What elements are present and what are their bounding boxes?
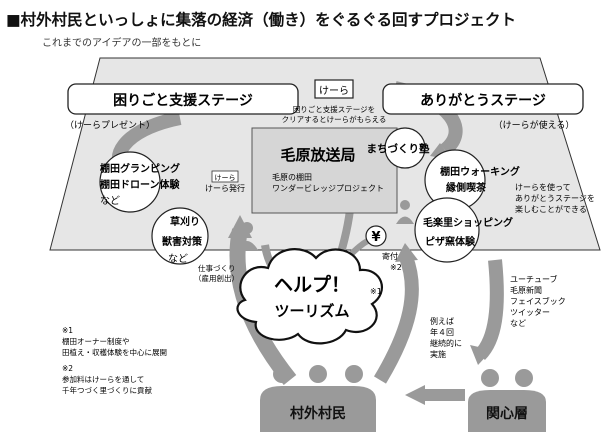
shopping-line-2: ピザ窯体験 — [425, 235, 476, 248]
machizukuri-label: まちづくり塾 — [367, 142, 430, 155]
footnote-1-mark: ※1 — [62, 326, 73, 335]
shopping-line-1: 毛楽里ショッピング — [423, 216, 513, 229]
left-line-3: など — [100, 195, 120, 207]
media-line-5: など — [510, 319, 526, 328]
currency-label: けーら — [319, 85, 349, 97]
example-line-4: 実施 — [430, 349, 446, 359]
left-line-2: 棚田ドローン体験 — [100, 178, 180, 191]
yen-symbol: ¥ — [371, 230, 380, 245]
issue-kera-box — [211, 170, 239, 183]
footnote-1-line-2: 田植え・収穫体験を中心に展開 — [62, 347, 167, 357]
interested-label: 関心層 — [486, 406, 528, 422]
bubble-kusa — [151, 207, 209, 265]
currency-desc-1: 困りごと支援ステージを — [293, 104, 375, 114]
villagers-label: 村外村民 — [290, 405, 346, 422]
media-line-3: フェイスブック — [510, 296, 566, 306]
person-icon — [236, 222, 258, 250]
help-note: ※1 — [370, 287, 382, 296]
job-line-1: 仕事づくり — [198, 263, 236, 273]
left-line-1: 棚田グランピング — [100, 162, 180, 175]
kusa-line-2: 獣害対策 — [162, 235, 203, 248]
bubble-machizukuri — [384, 127, 426, 169]
use-line-3: 楽しむことができる — [515, 204, 587, 214]
help-cloud — [236, 248, 383, 345]
page-subtitle: これまでのアイデアの一部をもとに — [42, 36, 201, 49]
stage-right-box — [382, 83, 584, 115]
job-line-2: （雇用創出） — [194, 273, 239, 283]
example-line-2: 年４回 — [430, 327, 454, 337]
use-line-1: けーらを使って — [515, 182, 571, 192]
kusa-line-1: 草刈り — [170, 215, 200, 228]
kusa-line-3: など — [168, 253, 188, 265]
yen-icon — [365, 225, 387, 247]
stage-right-note: （けーらが使える） — [494, 119, 575, 131]
footnote-2-line-2: 千年つづく里づくりに貢献 — [62, 385, 152, 395]
interested-group — [468, 369, 546, 432]
kifu-note: ※2 — [390, 263, 402, 272]
footnote-2-mark: ※2 — [62, 364, 73, 373]
kifu-label: 寄付 — [382, 251, 398, 261]
hub-sub-2: ワンダービレッジプロジェクト — [272, 183, 384, 193]
example-line-1: 例えば — [430, 316, 454, 326]
issue-label: けーら発行 — [205, 183, 245, 193]
currency-box — [314, 79, 354, 99]
media-line-2: 毛原新聞 — [510, 285, 542, 295]
bubble-left — [99, 151, 161, 213]
media-line-4: ツイッター — [510, 308, 550, 317]
footnote-1-line-1: 棚田オーナー制度や — [62, 336, 130, 346]
issue-kera-label: けーら — [215, 174, 236, 182]
help-line-1: ヘルプ！ — [274, 273, 350, 296]
stage-left-label: 困りごと支援ステージ — [113, 92, 253, 109]
bubble-shopping — [414, 197, 480, 263]
walking-line-2: 縁側喫茶 — [446, 181, 487, 194]
hub-title: 毛原放送局 — [280, 146, 355, 164]
footnote-2-line-1: 参加料はけーらを通して — [62, 374, 144, 384]
stage-right-label: ありがとうステージ — [420, 92, 546, 109]
use-line-2: ありがとうステージを — [515, 193, 595, 203]
currency-desc-2: クリアするとけーらがもらえる — [282, 114, 387, 124]
example-line-3: 継続的に — [430, 338, 462, 348]
hub-sub-1: 毛原の棚田 — [272, 172, 312, 182]
help-line-2: ツーリズム — [274, 302, 349, 320]
person-icon — [396, 200, 414, 224]
page-title: ■村外村民といっしょに集落の経済（働き）をぐるぐる回すプロジェクト — [6, 10, 516, 29]
hub-box — [251, 127, 398, 214]
walking-line-1: 棚田ウォーキング — [440, 165, 520, 178]
stage-left-note: （けーらプレゼント） — [65, 119, 155, 131]
stage-left-box — [67, 83, 299, 115]
villagers-group — [260, 365, 376, 432]
media-line-1: ユーチューブ — [510, 274, 558, 284]
